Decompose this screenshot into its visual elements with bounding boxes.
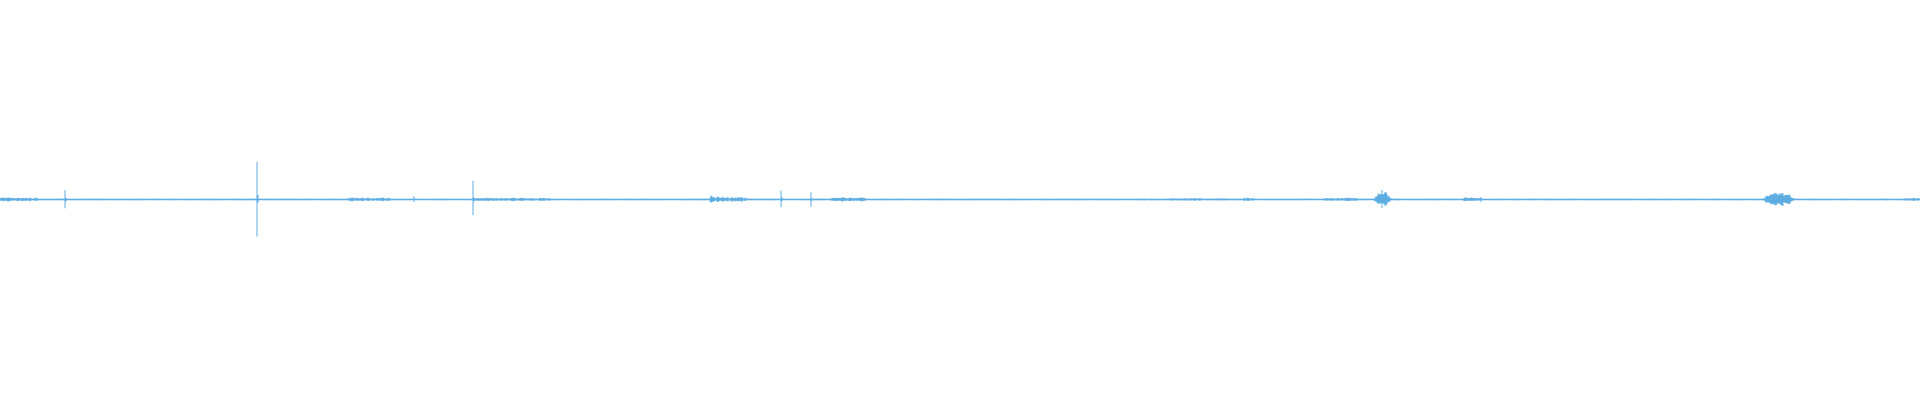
waveform-path <box>0 162 1920 237</box>
